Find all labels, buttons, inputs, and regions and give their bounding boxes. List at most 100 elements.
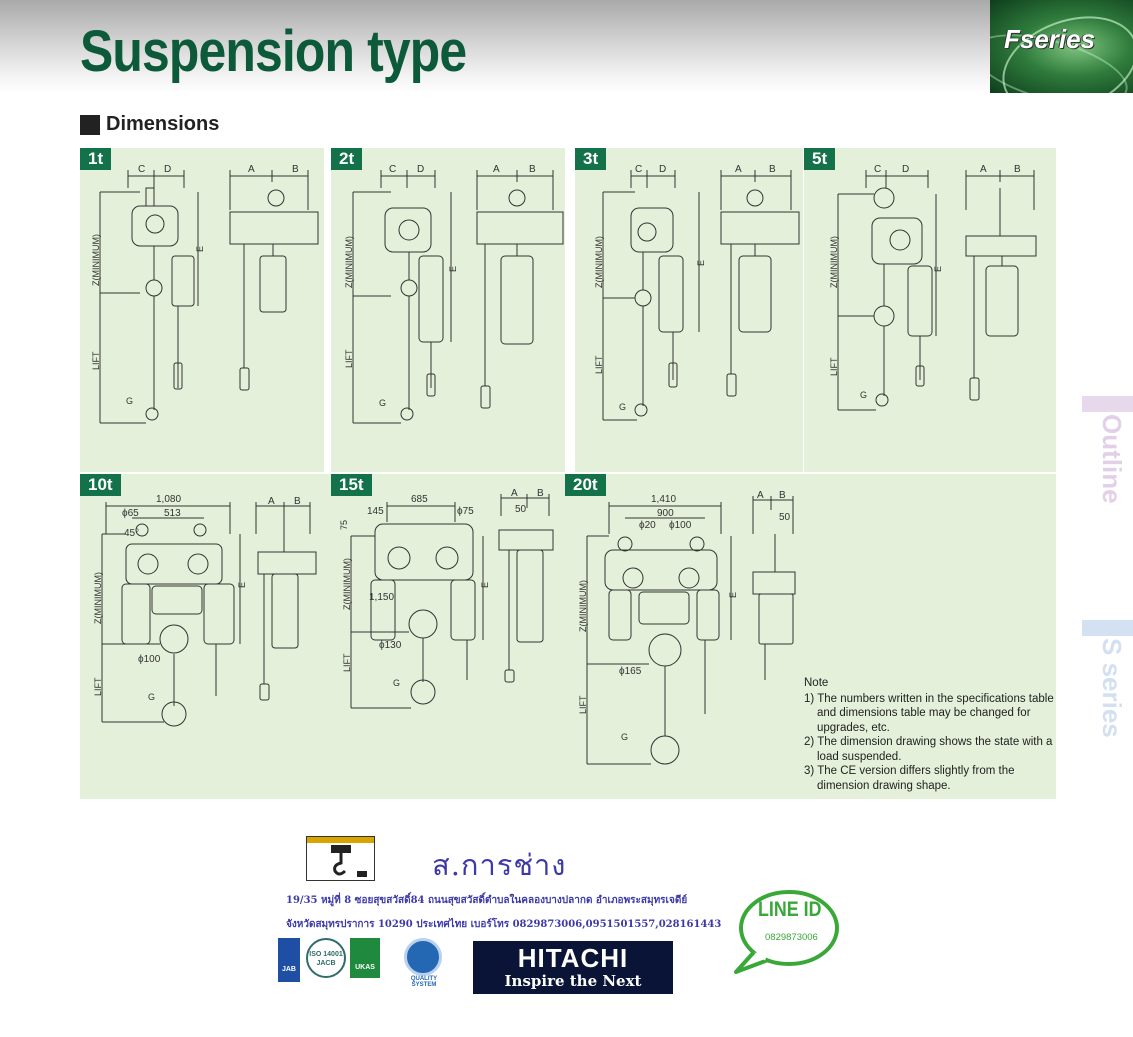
capacity-tag-15t: 15t: [331, 474, 372, 496]
dimension-drawing-10t: 1,080 513 ϕ65 45° ϕ100 Z(MINIMUM) E LIFT…: [93, 494, 317, 727]
dimension-drawing-3t: C D Z(MINIMUM) E LIFT G A B: [594, 164, 800, 421]
note-item: 2) The dimension drawing shows the state…: [804, 736, 1053, 763]
dim-20t-pin-small: ϕ20: [639, 520, 656, 531]
hook-icon: [331, 845, 367, 877]
dim-label-c: C: [389, 164, 396, 175]
dimension-drawing-20t: 1,410 900 ϕ20 ϕ100 ϕ165 Z(MINIMUM) E LIF…: [578, 490, 796, 765]
dim-label-b: B: [537, 488, 544, 499]
dim-label-z: Z(MINIMUM): [829, 236, 839, 288]
capacity-tag-2t: 2t: [331, 148, 363, 170]
dim-label-b: B: [779, 490, 786, 501]
hitachi-tagline: Inspire the Next: [504, 972, 642, 990]
dim-label-d: D: [417, 164, 424, 175]
ukas-cert-icon: UKAS: [350, 938, 380, 978]
logo-band: [307, 837, 374, 843]
dimension-drawing-15t: 685 145 ϕ75 75 1,150 ϕ130 Z(MINIMUM) E L…: [339, 488, 554, 709]
dim-label-d: D: [902, 164, 909, 175]
dim-label-a: A: [757, 490, 764, 501]
capacity-tag-10t: 10t: [80, 474, 121, 496]
panel-10t: 1,080 513 ϕ65 45° ϕ100 Z(MINIMUM) E LIFT…: [80, 474, 331, 799]
header-band: [0, 0, 1133, 93]
certification-strip: JAB ISO 14001 JACB UKAS QUALITY SYSTEM: [278, 938, 444, 988]
dim-label-e: E: [728, 592, 738, 598]
note-item: 1) The numbers written in the specificat…: [804, 692, 1054, 734]
side-tab-s-series[interactable]: S series: [1082, 620, 1133, 760]
dim-label-e: E: [933, 266, 943, 272]
dim-label-lift: LIFT: [594, 355, 604, 374]
dim-label-b: B: [1014, 164, 1021, 175]
panel-2t: C D Z(MINIMUM) E LIFT G A B 2t: [331, 148, 565, 472]
company-address-line-2: จังหวัดสมุทรปราการ 10290 ประเทศไทย เบอร์…: [286, 919, 722, 930]
line-id-number: 0829873006: [765, 932, 818, 943]
note-title: Note: [804, 677, 829, 689]
dim-label-c: C: [635, 164, 642, 175]
capacity-tag-1t: 1t: [80, 148, 112, 170]
dim-label-z: Z(MINIMUM): [342, 558, 352, 610]
dim-label-a: A: [980, 164, 987, 175]
dim-label-g: G: [126, 396, 133, 406]
jqa-cert-label: QUALITY SYSTEM: [410, 976, 438, 988]
dim-15t-pin: ϕ75: [457, 506, 474, 517]
dim-label-g: G: [621, 732, 628, 742]
dim-label-d: D: [164, 164, 171, 175]
dimension-drawing-5t: C D Z(MINIMUM) E LIFT G A B: [829, 164, 1037, 411]
dim-label-a: A: [735, 164, 742, 175]
dim-15t-side: 50: [515, 504, 527, 515]
dim-label-g: G: [148, 692, 155, 702]
company-logo: [306, 836, 375, 881]
dim-label-b: B: [294, 496, 301, 507]
jqa-cert-icon: [404, 938, 442, 976]
dim-label-b: B: [769, 164, 776, 175]
line-id-badge[interactable]: LINE ID 0829873006: [732, 886, 842, 978]
dim-10t-hook: ϕ100: [138, 654, 161, 665]
page-title: Suspension type: [80, 19, 467, 84]
dim-label-c: C: [138, 164, 145, 175]
iso-cert-icon: ISO 14001 JACB: [306, 938, 346, 978]
dim-label-z: Z(MINIMUM): [91, 234, 101, 286]
dim-label-d: D: [659, 164, 666, 175]
dim-label-lift: LIFT: [93, 677, 103, 696]
line-id-title: LINE ID: [758, 898, 822, 921]
dim-label-a: A: [493, 164, 500, 175]
iso-cert-group: ISO 14001 JACB UKAS: [306, 938, 382, 988]
square-bullet-icon: [80, 114, 100, 135]
dim-15t-hook: ϕ130: [379, 640, 402, 651]
note-item: 3) The CE version differs slightly from …: [804, 765, 1015, 792]
dim-10t-width: 1,080: [156, 494, 181, 505]
dim-15t-top: 75: [339, 520, 349, 530]
capacity-tag-5t: 5t: [804, 148, 836, 170]
dim-label-lift: LIFT: [344, 349, 354, 368]
dim-label-z: Z(MINIMUM): [344, 236, 354, 288]
side-tab-outline[interactable]: Outline: [1082, 396, 1133, 526]
dim-10t-pitch: 513: [164, 508, 181, 519]
side-tab-bar: [1082, 620, 1133, 636]
company-name: ส.การช่าง: [432, 848, 567, 882]
series-badge: Fseries: [990, 0, 1133, 93]
dim-label-b: B: [529, 164, 536, 175]
panel-5t: C D Z(MINIMUM) E LIFT G A B 5t: [804, 148, 1056, 472]
capacity-tag-20t: 20t: [565, 474, 606, 496]
dim-label-lift: LIFT: [578, 695, 588, 714]
hitachi-logo: HITACHI Inspire the Next: [473, 941, 673, 994]
dim-20t-pitch: 900: [657, 508, 674, 519]
capacity-tag-3t: 3t: [575, 148, 607, 170]
dim-20t-pin: ϕ100: [669, 520, 692, 531]
speech-bubble-icon: [734, 890, 839, 974]
dim-label-lift: LIFT: [829, 357, 839, 376]
dim-label-a: A: [248, 164, 255, 175]
section-heading: Dimensions: [80, 113, 219, 136]
dim-10t-angle: 45°: [124, 528, 139, 539]
dim-label-z: Z(MINIMUM): [93, 572, 103, 624]
dim-label-g: G: [379, 398, 386, 408]
side-tab-label: S series: [1097, 638, 1127, 738]
panel-3t: C D Z(MINIMUM) E LIFT G A B 3t: [575, 148, 803, 472]
dim-label-g: G: [393, 678, 400, 688]
side-tab-bar: [1082, 396, 1133, 412]
series-badge-label: Fseries: [1004, 24, 1096, 54]
dim-label-a: A: [511, 488, 518, 499]
dim-label-g: G: [860, 390, 867, 400]
dim-15t-offset: 145: [367, 506, 384, 517]
dim-label-b: B: [292, 164, 299, 175]
jab-cert-icon: JAB: [278, 938, 300, 982]
dim-label-lift: LIFT: [342, 653, 352, 672]
